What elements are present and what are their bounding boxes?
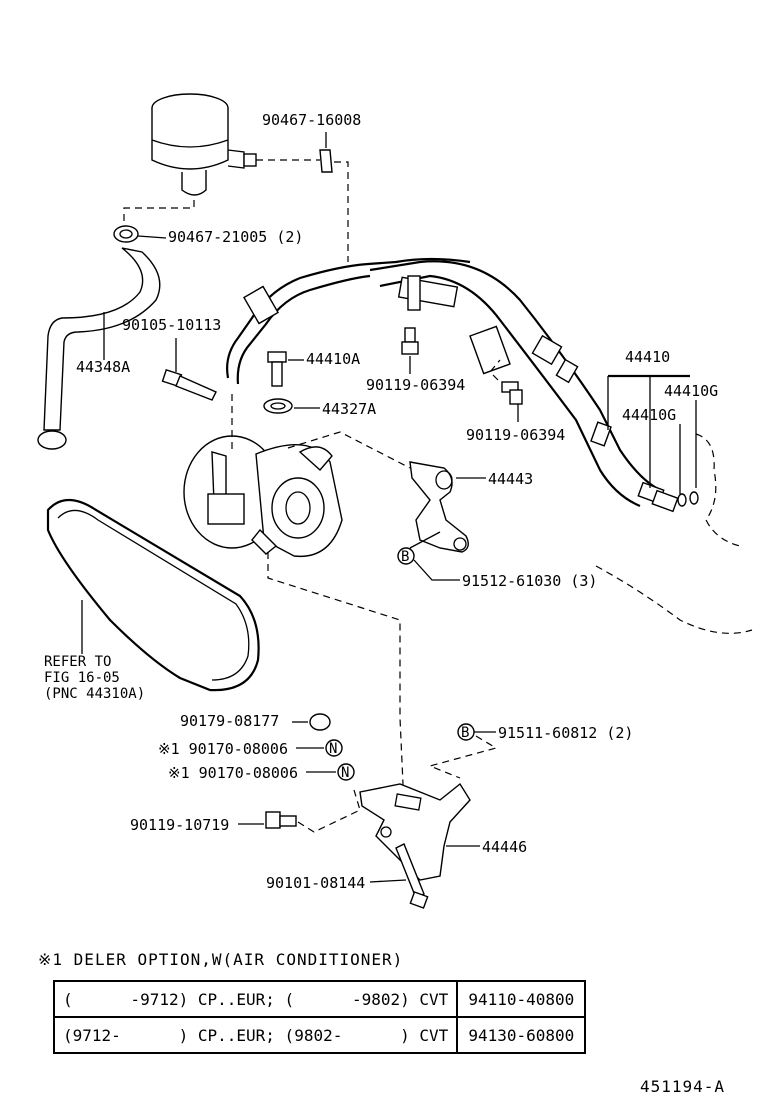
return-hose-44348A bbox=[37, 247, 161, 450]
table-row: ( -9712) CP..EUR; ( -9802) CVT 94110-408… bbox=[52, 980, 587, 1018]
marker-b-upper-text: B bbox=[401, 549, 409, 565]
label-44410G-lower: 44410G bbox=[622, 406, 676, 424]
hose-clamp-90467-21005 bbox=[113, 225, 139, 243]
label-90119-06394-upper: 90119-06394 bbox=[366, 376, 465, 394]
nut-n-lower-text: N bbox=[341, 765, 349, 781]
label-44410: 44410 bbox=[625, 348, 670, 366]
bolt-90119-06394-upper bbox=[401, 327, 419, 355]
label-90105-10113: 90105-10113 bbox=[122, 316, 221, 334]
label-90179-08177: 90179-08177 bbox=[180, 712, 279, 730]
label-90467-16008: 90467-16008 bbox=[262, 111, 361, 129]
marker-b-upper bbox=[397, 547, 415, 565]
label-90170-08006-upper: ※1 90170-08006 bbox=[158, 740, 288, 758]
o-ring bbox=[689, 491, 699, 505]
label-44410A: 44410A bbox=[306, 350, 360, 368]
label-refer-to: REFER TO bbox=[44, 654, 111, 670]
cap-90179-08177 bbox=[309, 713, 331, 731]
clip-90467-16008 bbox=[319, 149, 349, 262]
drive-belt bbox=[46, 498, 260, 692]
bolt-90119-06394-lower bbox=[501, 381, 523, 405]
label-91512-61030: 91512-61030 (3) bbox=[462, 572, 597, 590]
marker-b-lower-text: B bbox=[461, 725, 469, 741]
reservoir-tank bbox=[123, 93, 320, 222]
table-cell-desc: (9712- ) CP..EUR; (9802- ) CVT bbox=[52, 1016, 459, 1054]
label-44327A: 44327A bbox=[322, 400, 376, 418]
label-refer-fig: FIG 16-05 bbox=[44, 670, 120, 686]
table-cell-desc: ( -9712) CP..EUR; ( -9802) CVT bbox=[52, 980, 459, 1018]
label-refer-pnc: (PNC 44310A) bbox=[44, 686, 145, 702]
union-bolt-44410A bbox=[267, 351, 287, 387]
label-90119-06394-lower: 90119-06394 bbox=[466, 426, 565, 444]
pressure-hose-assembly bbox=[226, 257, 679, 513]
table-row: (9712- ) CP..EUR; (9802- ) CVT 94130-608… bbox=[52, 1016, 587, 1054]
dealer-option-note: ※1 DELER OPTION,W(AIR CONDITIONER) bbox=[38, 950, 404, 969]
steering-gear-outline bbox=[595, 433, 753, 634]
label-91511-60812: 91511-60812 (2) bbox=[498, 724, 633, 742]
table-cell-code: 94130-60800 bbox=[456, 1016, 587, 1054]
nut-n-upper-text: N bbox=[329, 741, 337, 757]
bracket-44446 bbox=[359, 782, 471, 881]
label-44446: 44446 bbox=[482, 838, 527, 856]
bolt-90101-08144 bbox=[395, 843, 429, 909]
label-44348A: 44348A bbox=[76, 358, 130, 376]
label-90101-08144: 90101-08144 bbox=[266, 874, 365, 892]
label-90467-21005: 90467-21005 (2) bbox=[168, 228, 303, 246]
label-90119-10719: 90119-10719 bbox=[130, 816, 229, 834]
label-90170-08006-lower: ※1 90170-08006 bbox=[168, 764, 298, 782]
applicability-table: ( -9712) CP..EUR; ( -9802) CVT 94110-408… bbox=[52, 980, 587, 1054]
nut-n-upper bbox=[325, 739, 343, 757]
figure-reference: 451194-A bbox=[640, 1077, 726, 1096]
bracket-44443 bbox=[409, 461, 469, 553]
label-44443: 44443 bbox=[488, 470, 533, 488]
gasket-44327A bbox=[263, 398, 293, 414]
o-ring bbox=[677, 493, 687, 507]
label-44410G-upper: 44410G bbox=[664, 382, 718, 400]
bolt-90119-10719 bbox=[265, 811, 297, 829]
nut-n-lower bbox=[337, 763, 355, 781]
bolt-90105-10113 bbox=[161, 368, 217, 401]
table-cell-code: 94110-40800 bbox=[456, 980, 587, 1018]
vane-pump bbox=[183, 435, 343, 558]
